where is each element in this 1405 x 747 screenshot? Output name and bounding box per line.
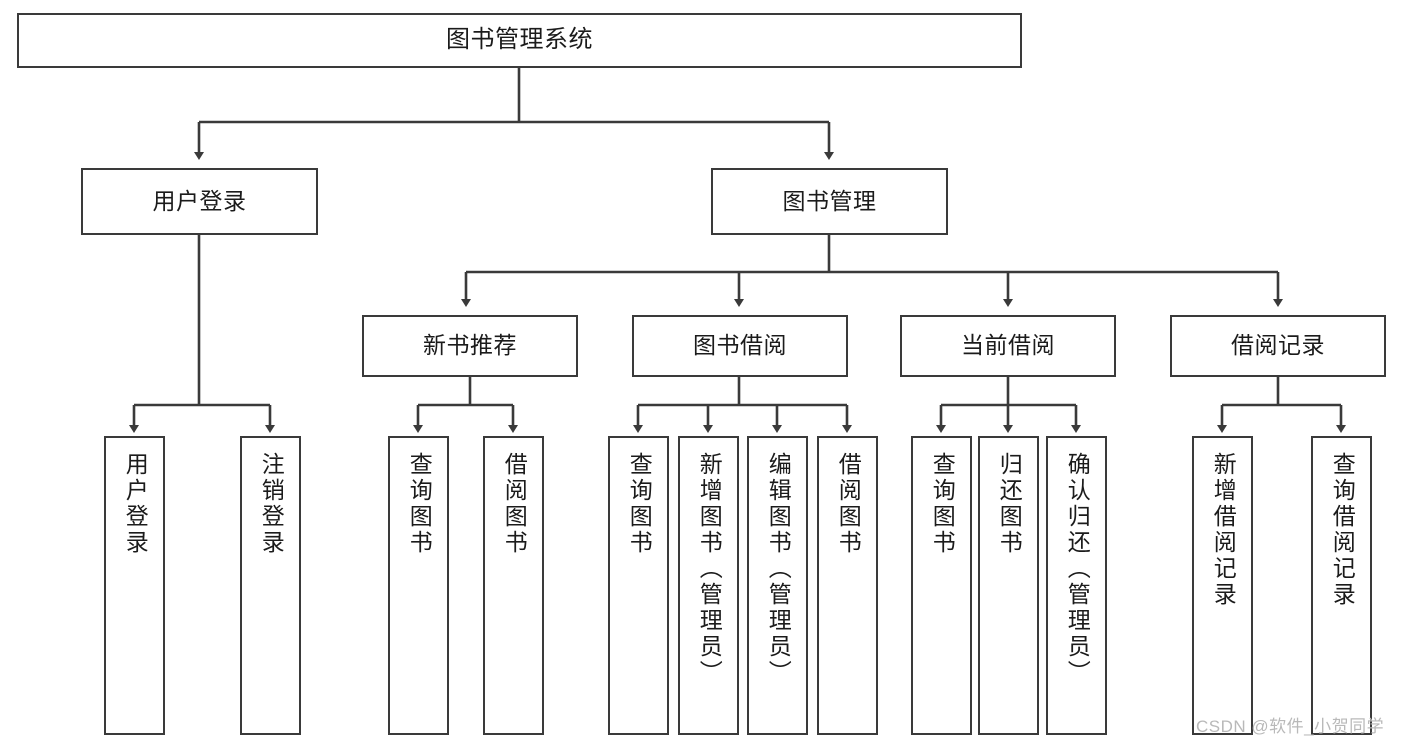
leaf-borrow-query-book[interactable]: 查询图书 bbox=[608, 436, 669, 735]
node-new-book-recommend[interactable]: 新书推荐 bbox=[362, 315, 578, 377]
node-label: 图书管理 bbox=[782, 187, 877, 214]
leaf-current-return-book[interactable]: 归还图书 bbox=[978, 436, 1039, 735]
node-label: 用户登录 bbox=[122, 452, 149, 556]
node-label: 借阅图书 bbox=[835, 452, 862, 556]
leaf-recommend-query-book[interactable]: 查询图书 bbox=[388, 436, 449, 735]
leaf-recommend-borrow-book[interactable]: 借阅图书 bbox=[483, 436, 544, 735]
node-label: 当前借阅 bbox=[961, 332, 1055, 359]
leaf-borrow-add-book-admin[interactable]: 新增图书（管理员） bbox=[678, 436, 739, 735]
node-label: 注销登录 bbox=[258, 452, 285, 556]
node-book-management[interactable]: 图书管理 bbox=[711, 168, 948, 235]
leaf-borrow-edit-book-admin[interactable]: 编辑图书（管理员） bbox=[747, 436, 808, 735]
node-borrow-record[interactable]: 借阅记录 bbox=[1170, 315, 1386, 377]
node-label: 借阅记录 bbox=[1231, 332, 1325, 359]
leaf-user-login[interactable]: 用户登录 bbox=[104, 436, 165, 735]
node-label: 图书管理系统 bbox=[446, 26, 593, 54]
node-current-borrow[interactable]: 当前借阅 bbox=[900, 315, 1116, 377]
node-label: 查询图书 bbox=[406, 452, 433, 556]
leaf-current-confirm-return-admin[interactable]: 确认归还（管理员） bbox=[1046, 436, 1107, 735]
node-label: 查询图书 bbox=[626, 452, 653, 556]
leaf-borrow-borrow-book[interactable]: 借阅图书 bbox=[817, 436, 878, 735]
node-label: 用户登录 bbox=[152, 187, 247, 214]
node-label: 新增图书（管理员） bbox=[696, 452, 723, 686]
node-label: 查询图书 bbox=[929, 452, 956, 556]
node-label: 编辑图书（管理员） bbox=[765, 452, 792, 686]
node-label: 确认归还（管理员） bbox=[1064, 452, 1091, 686]
node-label: 新增借阅记录 bbox=[1210, 452, 1237, 608]
node-label: 新书推荐 bbox=[423, 332, 517, 359]
leaf-record-add-borrow-record[interactable]: 新增借阅记录 bbox=[1192, 436, 1253, 735]
leaf-current-query-book[interactable]: 查询图书 bbox=[911, 436, 972, 735]
node-label: 借阅图书 bbox=[501, 452, 528, 556]
node-root-system[interactable]: 图书管理系统 bbox=[17, 13, 1022, 68]
node-label: 图书借阅 bbox=[693, 332, 787, 359]
node-user-login[interactable]: 用户登录 bbox=[81, 168, 318, 235]
node-label: 查询借阅记录 bbox=[1329, 452, 1356, 608]
node-book-borrow[interactable]: 图书借阅 bbox=[632, 315, 848, 377]
watermark-text: CSDN @软件_小贺同学 bbox=[1196, 717, 1385, 736]
leaf-logout-login[interactable]: 注销登录 bbox=[240, 436, 301, 735]
node-label: 归还图书 bbox=[996, 452, 1023, 556]
leaf-record-query-borrow-record[interactable]: 查询借阅记录 bbox=[1311, 436, 1372, 735]
